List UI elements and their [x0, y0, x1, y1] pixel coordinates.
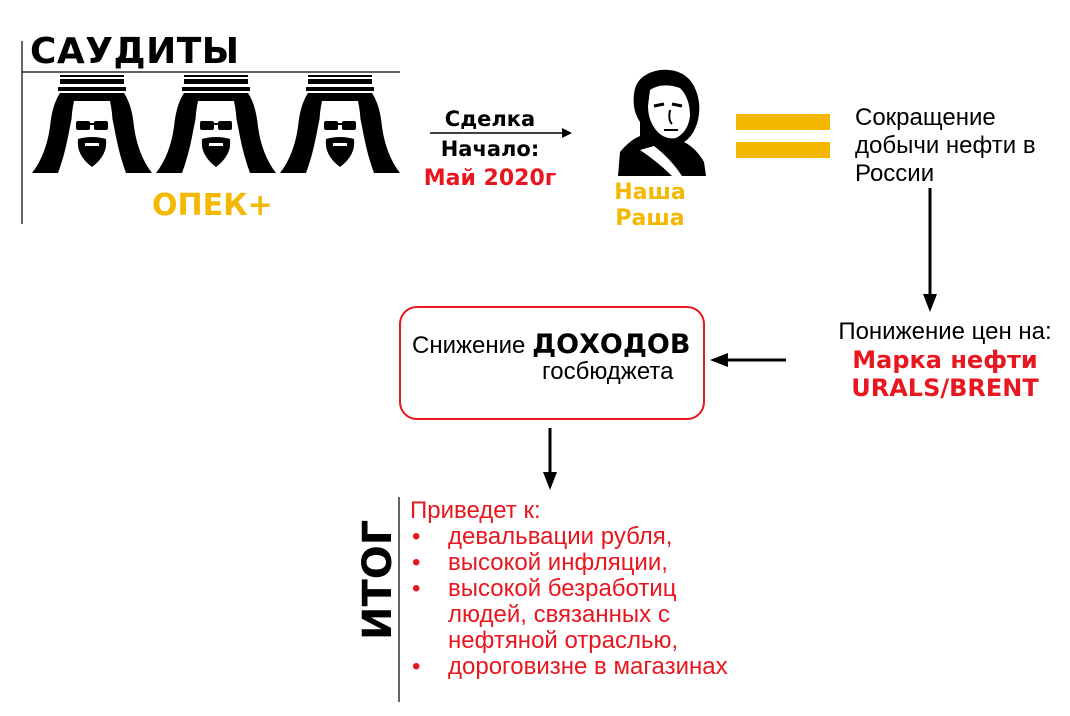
russia-label: Наша Раша [610, 180, 690, 232]
oil-brand-line1: Марка нефти [852, 346, 1038, 374]
reduction-line: России [855, 160, 935, 187]
list-item: высокой инфляции, [410, 550, 740, 577]
list-item: высокой безработиц людей, связанных с не… [410, 576, 740, 654]
deal-block: Сделка Начало: Май 2020г [400, 104, 580, 194]
arrow-down-icon [923, 188, 937, 312]
putin-portrait-icon [618, 69, 706, 176]
arrow-down-icon [543, 428, 557, 490]
reduction-text: Сокращение добычи нефти в России [855, 104, 1036, 188]
revenue-line1: Снижение ДОХОДОВ [412, 330, 690, 361]
price-decline-block: Понижение цен на: Марка нефти URALS/BREN… [800, 318, 1070, 402]
reduction-line: Сокращение [855, 104, 996, 131]
result-intro: Приведет к: [410, 497, 541, 524]
opec-label: ОПЕК+ [152, 188, 273, 223]
revenue-box [399, 306, 705, 420]
oil-brand-line2: URALS/BRENT [851, 374, 1039, 402]
arrow-right-icon [430, 128, 572, 138]
itog-label: ИТОГ [355, 519, 401, 640]
deal-label: Сделка [444, 107, 536, 131]
arrow-left-icon [710, 353, 786, 367]
price-decline-label: Понижение цен на: [838, 318, 1052, 345]
revenue-prefix: Снижение [412, 332, 533, 359]
arab-heads-group [32, 75, 400, 173]
arab-head-icon [280, 75, 400, 173]
deal-start-date: Май 2020г [423, 166, 557, 191]
result-list: девальвации рубля, высокой инфляции, выс… [410, 524, 740, 681]
list-item: дороговизне в магазинах [410, 654, 740, 681]
equals-icon [736, 114, 830, 158]
russia-label-line2: Раша [615, 206, 685, 231]
result-block: Приведет к: девальвации рубля, высокой и… [410, 497, 740, 681]
revenue-bold: ДОХОДОВ [532, 329, 691, 360]
deal-start-label: Начало: [440, 137, 540, 161]
reduction-line: добычи нефти в [855, 132, 1036, 159]
saudi-title: САУДИТЫ [30, 31, 240, 72]
arab-head-icon [32, 75, 152, 173]
arab-head-icon [156, 75, 276, 173]
russia-label-line1: Наша [614, 180, 686, 205]
revenue-suffix: госбюджета [542, 358, 674, 385]
list-item: девальвации рубля, [410, 524, 740, 551]
